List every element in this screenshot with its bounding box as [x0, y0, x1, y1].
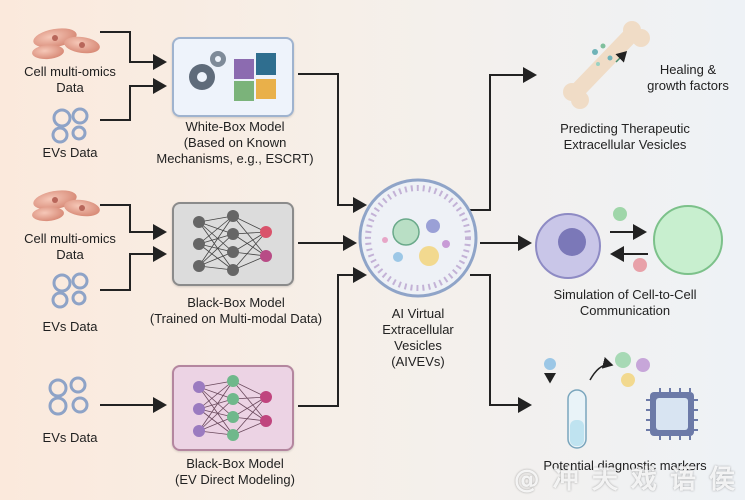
bone-icon	[563, 21, 650, 109]
therapeutic-label: Predicting Therapeutic Extracellular Ves…	[560, 121, 690, 152]
ev-icon-3	[48, 376, 89, 416]
aivev-vesicle-icon	[358, 178, 478, 298]
input-label-evs-1: EVs Data	[42, 145, 98, 160]
gears-puzzle-icon	[189, 51, 276, 101]
neural-network-icon-2	[193, 375, 272, 441]
input-label-cell-omics-2: Cell multi-omics Data	[24, 231, 116, 262]
cell-communication-icon	[535, 205, 723, 279]
output-arrows	[470, 67, 537, 413]
cell-omics-icon-2	[32, 190, 100, 222]
input-arrows	[100, 31, 167, 413]
input-label-cell-omics-1: Cell multi-omics Data	[24, 64, 116, 95]
watermark: @ 冲 天 戏 语 侯	[513, 465, 737, 495]
model-arrows	[298, 73, 367, 407]
healing-label: Healing & growth factors	[647, 62, 729, 93]
input-label-evs-3: EVs Data	[42, 430, 98, 445]
diagnostic-icon	[544, 352, 698, 449]
aivev-label: AI Virtual Extracellular Vesicles (AIVEV…	[382, 306, 454, 369]
ev-icon-2	[51, 272, 89, 309]
ev-icon-1	[51, 107, 89, 144]
cell-omics-icon-1	[32, 28, 100, 60]
white-box-model-label: White-Box Model (Based on Known Mechanis…	[156, 119, 314, 166]
communication-label: Simulation of Cell-to-Cell Communication	[553, 287, 697, 318]
input-label-evs-2: EVs Data	[42, 319, 98, 334]
black-box-model-2-box	[172, 365, 294, 451]
diagnostic-label: Potential diagnostic markers	[543, 458, 707, 473]
black-box-model-2-label: Black-Box Model (EV Direct Modeling)	[175, 456, 295, 487]
white-box-model-box	[172, 37, 294, 117]
neural-network-icon-1	[193, 210, 272, 276]
black-box-model-1-label: Black-Box Model (Trained on Multi-modal …	[149, 295, 323, 326]
black-box-model-1-box	[172, 202, 294, 286]
